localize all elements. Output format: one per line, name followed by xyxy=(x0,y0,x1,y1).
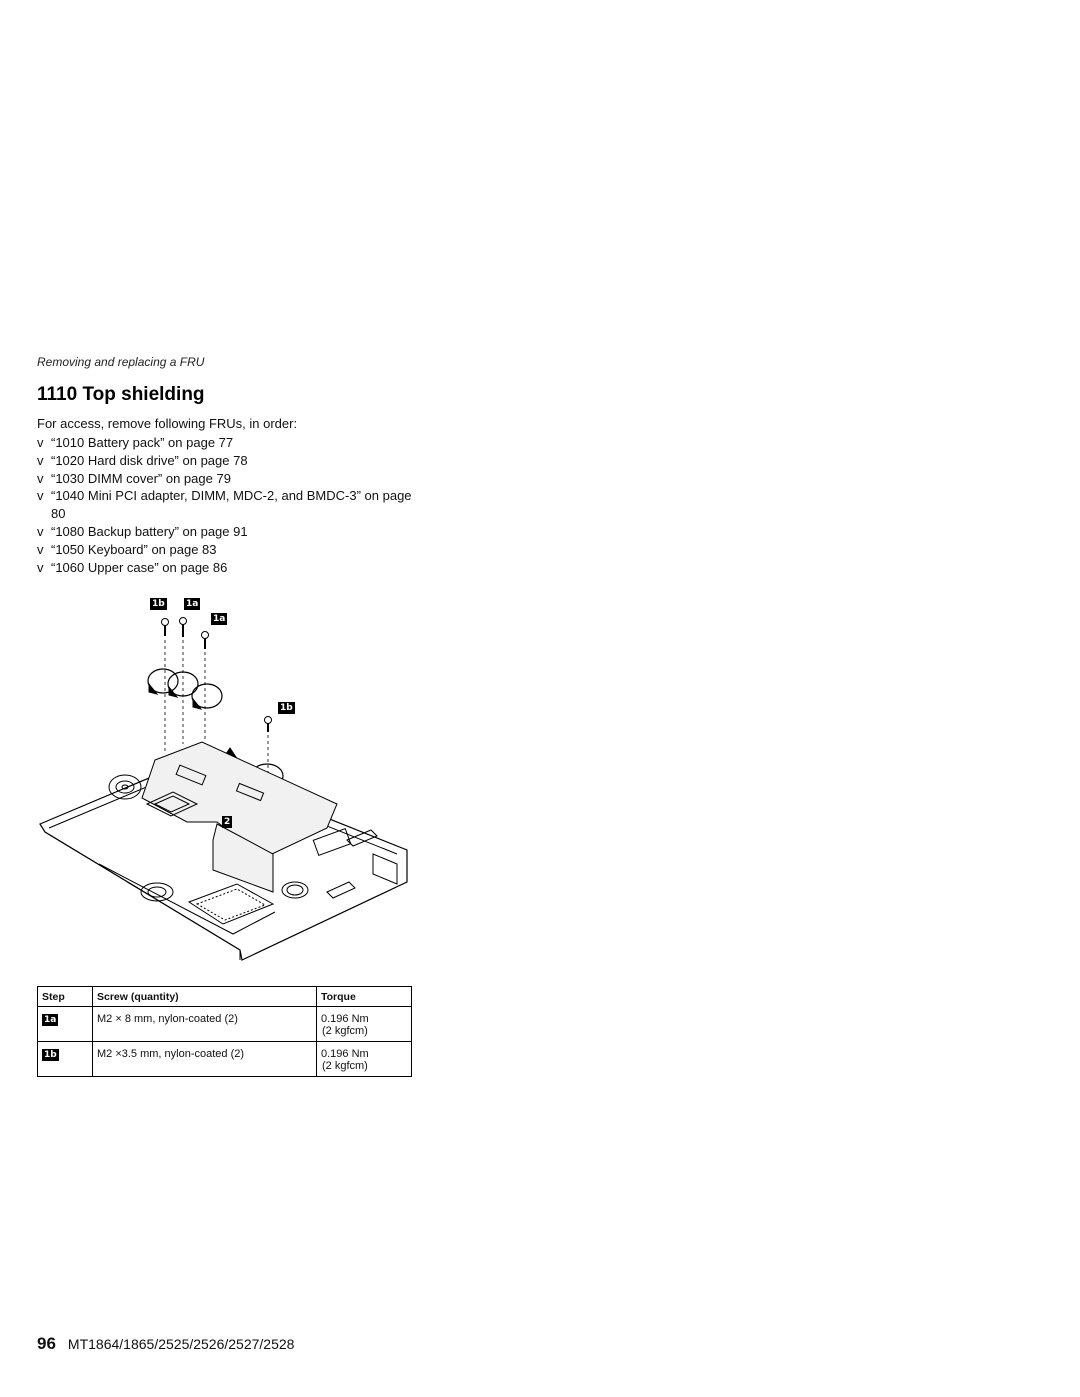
prerequisite-list: v “1010 Battery pack” on page 77 v “1020 H… xyxy=(37,434,417,576)
table-row: 1a M2 × 8 mm, nylon-coated (2) 0.196 Nm … xyxy=(37,1006,412,1042)
bullet-glyph: v xyxy=(37,523,44,539)
callout-1b: 1b xyxy=(278,702,295,714)
top-shielding-plate xyxy=(141,741,352,893)
step-cell: 1b xyxy=(37,1041,93,1077)
screw-icon xyxy=(264,716,272,732)
bullet-glyph: v xyxy=(37,541,44,557)
system-board-illustration xyxy=(39,617,408,961)
step-cell: 1a xyxy=(37,1006,93,1042)
rotate-arrow-icon xyxy=(147,668,179,695)
prerequisite-link[interactable]: “1050 Keyboard” on page 83 xyxy=(51,541,217,557)
column-header-torque: Torque xyxy=(316,986,412,1007)
torque-value: 0.196 Nm xyxy=(321,1048,369,1060)
prerequisite-item: v “1040 Mini PCI adapter, DIMM, MDC-2, an… xyxy=(37,487,417,523)
screw-cell: M2 × 8 mm, nylon-coated (2) xyxy=(92,1006,317,1042)
prerequisite-item: v “1010 Battery pack” on page 77 xyxy=(37,434,417,452)
prerequisite-item: v “1030 DIMM cover” on page 79 xyxy=(37,470,417,488)
page-footer: 96 MT1864/1865/2525/2526/2527/2528 xyxy=(37,1334,294,1354)
cooling-fan xyxy=(108,774,142,800)
torque-value: 0.196 Nm xyxy=(321,1013,369,1025)
running-head: Removing and replacing a FRU xyxy=(37,355,205,369)
intro-text: For access, remove following FRUs, in or… xyxy=(37,416,298,431)
side-connectors xyxy=(326,829,398,899)
bullet-glyph: v xyxy=(37,470,44,486)
prerequisite-link[interactable]: “1030 DIMM cover” on page 79 xyxy=(51,470,231,486)
section-title: 1110 Top shielding xyxy=(37,384,205,405)
memory-slot-area xyxy=(187,883,275,925)
table-row: 1b M2 ×3.5 mm, nylon-coated (2) 0.196 Nm… xyxy=(37,1041,412,1077)
screw-icon xyxy=(201,631,209,649)
torque-cell: 0.196 Nm (2 kgfcm) xyxy=(316,1041,412,1077)
column-header-screw: Screw (quantity) xyxy=(92,986,317,1007)
table-header-row: Step Screw (quantity) Torque xyxy=(37,986,412,1007)
screw-torque-table: Step Screw (quantity) Torque 1a M2 × 8 m… xyxy=(37,986,412,1077)
callout-1b: 1b xyxy=(150,598,167,610)
backup-battery xyxy=(281,881,309,899)
callout-1a: 1a xyxy=(211,613,228,625)
processor-socket xyxy=(145,791,199,817)
torque-cell: 0.196 Nm (2 kgfcm) xyxy=(316,1006,412,1042)
torque-alt-value: (2 kgfcm) xyxy=(322,1025,368,1037)
callout-1a: 1a xyxy=(184,598,201,610)
machine-types: MT1864/1865/2525/2526/2527/2528 xyxy=(67,1336,295,1352)
speaker xyxy=(140,882,174,902)
screw-cell: M2 ×3.5 mm, nylon-coated (2) xyxy=(92,1041,317,1077)
bullet-glyph: v xyxy=(37,435,44,450)
prerequisite-link[interactable]: “1020 Hard disk drive” on page 78 xyxy=(51,452,248,468)
rotate-arrow-icon xyxy=(191,683,223,710)
prerequisite-link[interactable]: “1060 Upper case” on page 86 xyxy=(51,559,228,575)
callout-2: 2 xyxy=(222,816,233,828)
rotate-arrow-icon xyxy=(167,671,199,698)
alignment-guides xyxy=(164,640,269,798)
prerequisite-item: v “1080 Backup battery” on page 91 xyxy=(37,523,417,541)
top-shielding-figure: 1b 1a 1a 1b 2 xyxy=(37,592,417,974)
column-header-step: Step xyxy=(37,986,93,1007)
bullet-glyph: v xyxy=(37,488,44,504)
torque-alt-value: (2 kgfcm) xyxy=(322,1060,368,1072)
prerequisite-item: v “1020 Hard disk drive” on page 78 xyxy=(37,452,417,470)
bullet-glyph: v xyxy=(37,452,44,468)
prerequisite-item: v “1050 Keyboard” on page 83 xyxy=(37,541,417,559)
prerequisite-link[interactable]: “1040 Mini PCI adapter, DIMM, MDC-2, and… xyxy=(51,488,412,522)
bullet-glyph: v xyxy=(37,559,44,575)
step-badge: 1b xyxy=(42,1049,59,1061)
prerequisite-link[interactable]: “1010 Battery pack” on page 77 xyxy=(51,435,234,450)
step-badge: 1a xyxy=(42,1014,59,1026)
screw-icon xyxy=(179,617,187,637)
screw-icon xyxy=(161,618,169,636)
prerequisite-link[interactable]: “1080 Backup battery” on page 91 xyxy=(51,523,248,539)
prerequisite-item: v “1060 Upper case” on page 86 xyxy=(37,559,417,577)
page-number: 96 xyxy=(37,1334,56,1353)
